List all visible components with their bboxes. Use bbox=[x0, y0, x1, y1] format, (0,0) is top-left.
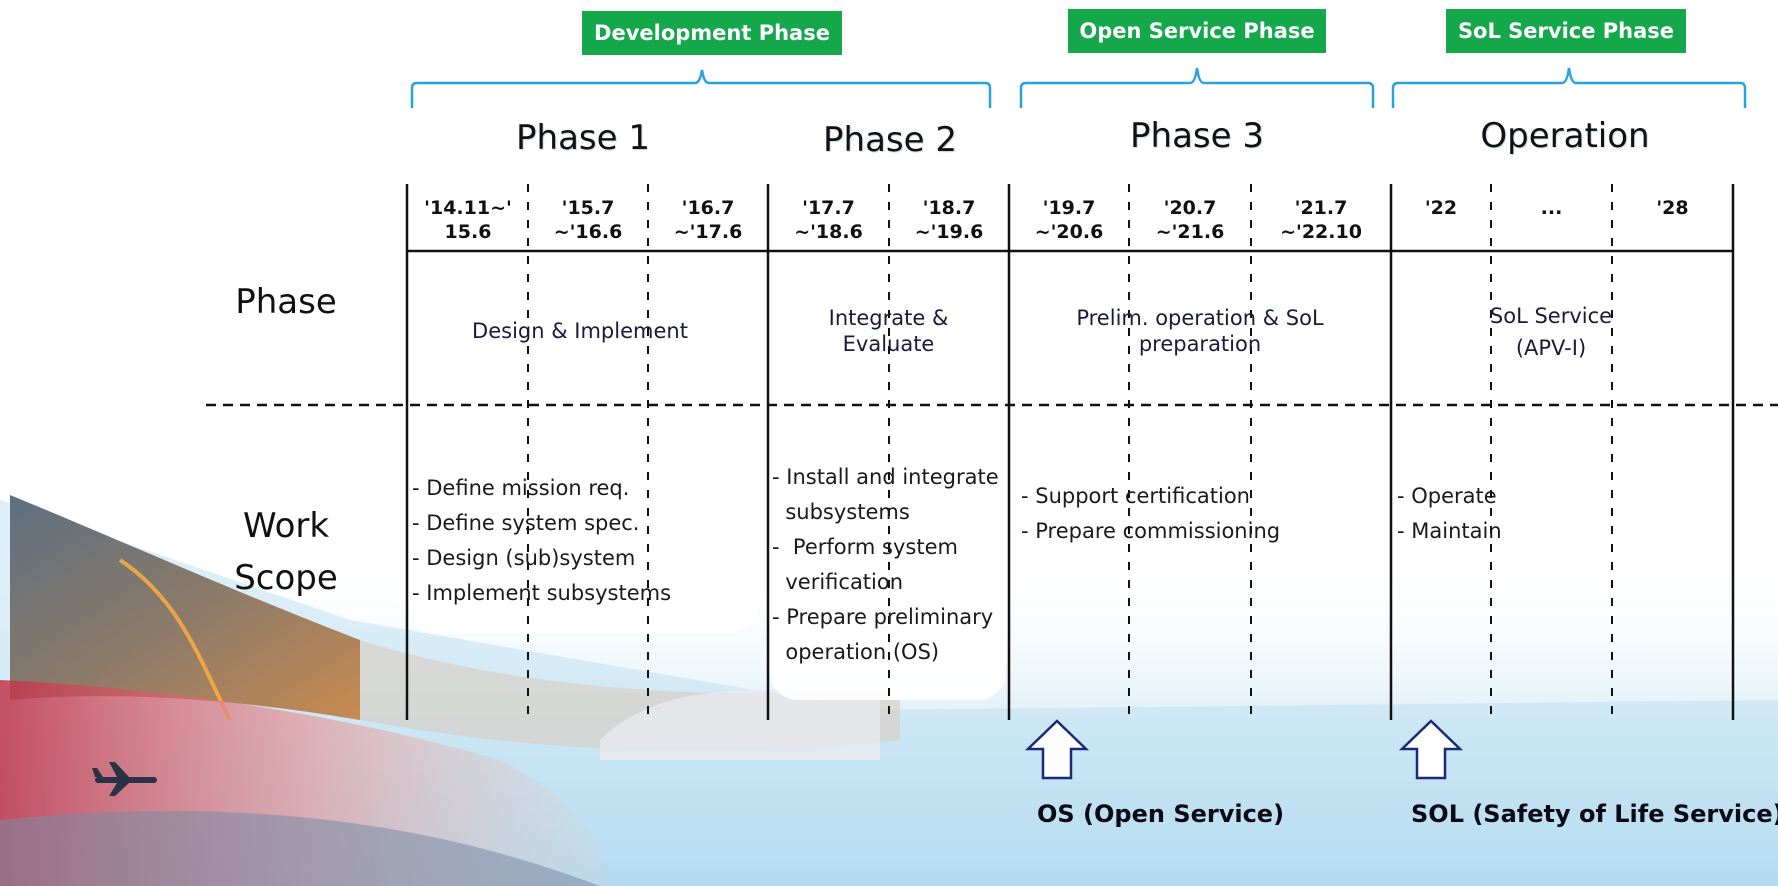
bracket-development bbox=[410, 69, 992, 108]
period-11: '28 bbox=[1656, 197, 1689, 219]
sol-up-arrow-icon bbox=[1398, 719, 1464, 780]
work-scope-phase2: - Install and integrate subsystems - Per… bbox=[772, 460, 999, 670]
phase1-scope-panel bbox=[405, 448, 760, 634]
phase-1-title: Phase 1 bbox=[516, 118, 650, 158]
list-item: operation (OS) bbox=[772, 640, 940, 664]
list-item: - Operate bbox=[1397, 484, 1497, 508]
stage-integrate-evaluate: Integrate &Evaluate bbox=[828, 306, 949, 356]
stage-design-implement: Design & Implement bbox=[472, 319, 688, 343]
airplane-icon bbox=[92, 762, 157, 796]
list-item: - Perform system bbox=[772, 535, 958, 559]
row-label-work-scope: Work Scope bbox=[234, 506, 338, 598]
work-scope-phase1: - Define mission req. - Define system sp… bbox=[412, 471, 671, 611]
period-3: '16.7~'17.6 bbox=[673, 197, 743, 243]
bracket-sol-service bbox=[1391, 67, 1747, 108]
city-image bbox=[10, 495, 360, 720]
os-up-arrow-icon bbox=[1024, 719, 1090, 780]
list-item: - Implement subsystems bbox=[412, 581, 672, 605]
list-item: - Prepare preliminary bbox=[772, 605, 994, 629]
bracket-open-service bbox=[1019, 67, 1375, 108]
train-image bbox=[600, 690, 880, 760]
period-5: '18.7~'19.6 bbox=[914, 197, 984, 243]
row-label-phase: Phase bbox=[235, 282, 337, 322]
period-8: '21.7~'22.10 bbox=[1280, 197, 1362, 243]
period-6: '19.7~'20.6 bbox=[1034, 197, 1104, 243]
work-scope-phase3: - Support certification - Prepare commis… bbox=[1021, 479, 1280, 549]
list-item: verification bbox=[772, 570, 904, 594]
phase-3-title: Phase 3 bbox=[1130, 116, 1264, 156]
development-phase-label: Development Phase bbox=[582, 11, 842, 55]
list-item: subsystems bbox=[772, 500, 910, 524]
milestone-sol: SOL (Safety of Life Service) bbox=[1411, 800, 1778, 828]
period-10: ... bbox=[1540, 197, 1563, 219]
sol-service-phase-label: SoL Service Phase bbox=[1446, 9, 1686, 53]
list-item: - Design (sub)system bbox=[412, 546, 636, 570]
operation-title: Operation bbox=[1480, 116, 1650, 156]
phase-2-title: Phase 2 bbox=[823, 120, 957, 160]
list-item: - Define mission req. bbox=[412, 476, 630, 500]
list-item: - Prepare commissioning bbox=[1021, 519, 1281, 543]
milestone-os: OS (Open Service) bbox=[1037, 800, 1285, 828]
list-item: - Support certification bbox=[1021, 484, 1250, 508]
period-2: '15.7~'16.6 bbox=[553, 197, 623, 243]
list-item: - Define system spec. bbox=[412, 511, 640, 535]
open-service-phase-label: Open Service Phase bbox=[1068, 9, 1326, 53]
period-9: '22 bbox=[1424, 197, 1458, 219]
list-item: - Maintain bbox=[1397, 519, 1502, 543]
list-item: - Install and integrate bbox=[772, 465, 999, 489]
work-scope-operation: - Operate - Maintain bbox=[1397, 479, 1502, 549]
stage-sol-service: SoL Service(APV-I) bbox=[1489, 304, 1613, 360]
period-4: '17.7~'18.6 bbox=[794, 197, 863, 243]
period-1: '14.11~'15.6 bbox=[424, 197, 512, 243]
period-7: '20.7~'21.6 bbox=[1155, 197, 1225, 243]
